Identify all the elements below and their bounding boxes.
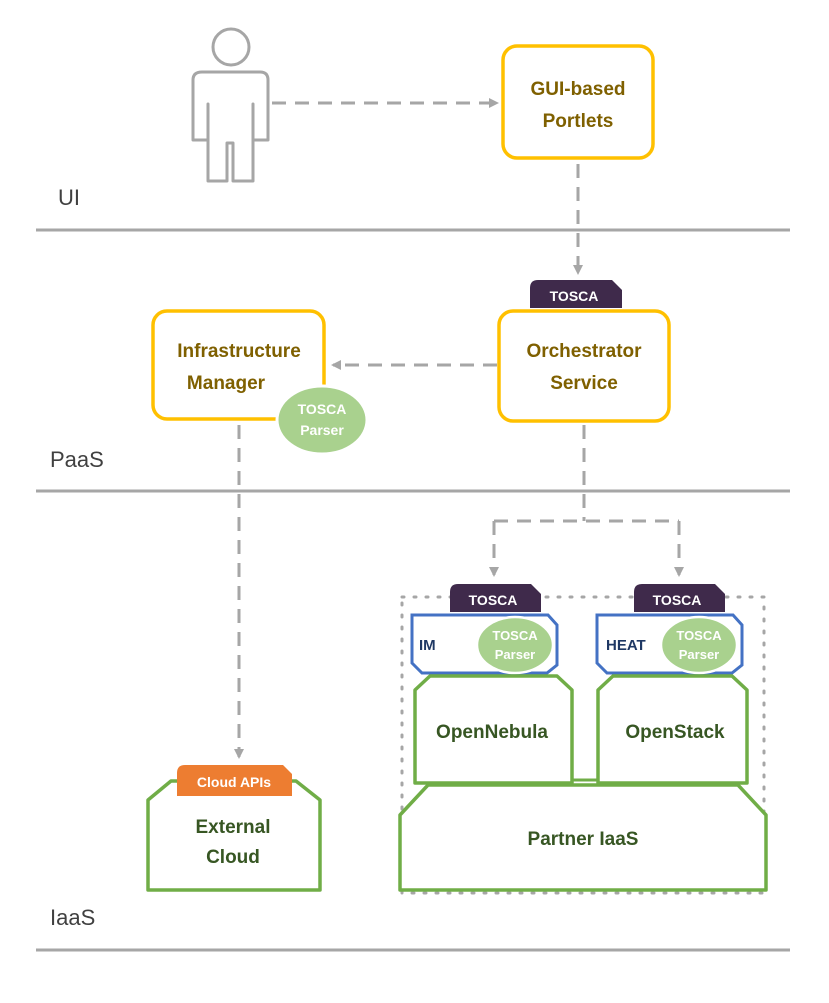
im-tosca-parser-ellipse: TOSCA Parser [275,384,369,456]
arrow-orchestrator-split [494,425,679,523]
opennebula-box[interactable]: OpenNebula [413,674,574,785]
infra-manager-line1: Infrastructure [177,341,301,362]
opennebula-tosca-tag: TOSCA [450,584,541,612]
ui-layer-label: UI [58,185,80,210]
heat-plugin-tosca-parser: TOSCA Parser [659,615,739,675]
openstack-box[interactable]: OpenStack [596,674,749,785]
im-plugin-parser-line2: Parser [495,647,535,662]
openstack-tosca-label: TOSCA [653,592,702,608]
cloud-apis-tag: Cloud APIs [177,765,292,796]
external-cloud-box[interactable]: External Cloud [146,779,322,892]
partner-iaas-boundary [400,595,766,895]
opennebula-tosca-label: TOSCA [469,592,518,608]
im-parser-line1: TOSCA [298,401,347,417]
orchestrator-line1: Orchestrator [526,341,642,362]
partner-iaas-label: Partner IaaS [528,829,639,850]
partner-iaas-box[interactable]: Partner IaaS [398,783,768,892]
iaas-layer-label: IaaS [50,905,95,930]
gui-portlets-line1: GUI-based [530,79,625,100]
external-cloud-line1: External [196,817,271,838]
gui-portlets-box[interactable]: GUI-based Portlets [501,44,655,160]
orchestrator-line2: Service [550,373,618,394]
orchestrator-tosca-label: TOSCA [550,288,599,304]
orchestrator-tosca-tag: TOSCA [530,280,622,308]
opennebula-label: OpenNebula [436,722,548,743]
im-plugin-tosca-parser: TOSCA Parser [475,615,555,675]
im-parser-line2: Parser [300,422,344,438]
openstack-label: OpenStack [625,722,725,743]
heat-plugin-parser-line1: TOSCA [676,628,722,643]
gui-portlets-line2: Portlets [543,111,614,132]
user-icon [191,27,270,183]
paas-layer-label: PaaS [50,447,104,472]
infrastructure-manager-box[interactable]: Infrastructure Manager [151,309,326,421]
cloud-apis-label: Cloud APIs [197,774,271,790]
openstack-tosca-tag: TOSCA [634,584,725,612]
orchestrator-service-box[interactable]: Orchestrator Service [497,309,671,423]
heat-plugin-label: HEAT [606,637,646,654]
heat-plugin-parser-line2: Parser [679,647,719,662]
im-plugin-parser-line1: TOSCA [492,628,538,643]
infra-manager-line2: Manager [187,373,266,394]
external-cloud-line2: Cloud [206,847,260,868]
im-plugin-label: IM [419,637,436,654]
